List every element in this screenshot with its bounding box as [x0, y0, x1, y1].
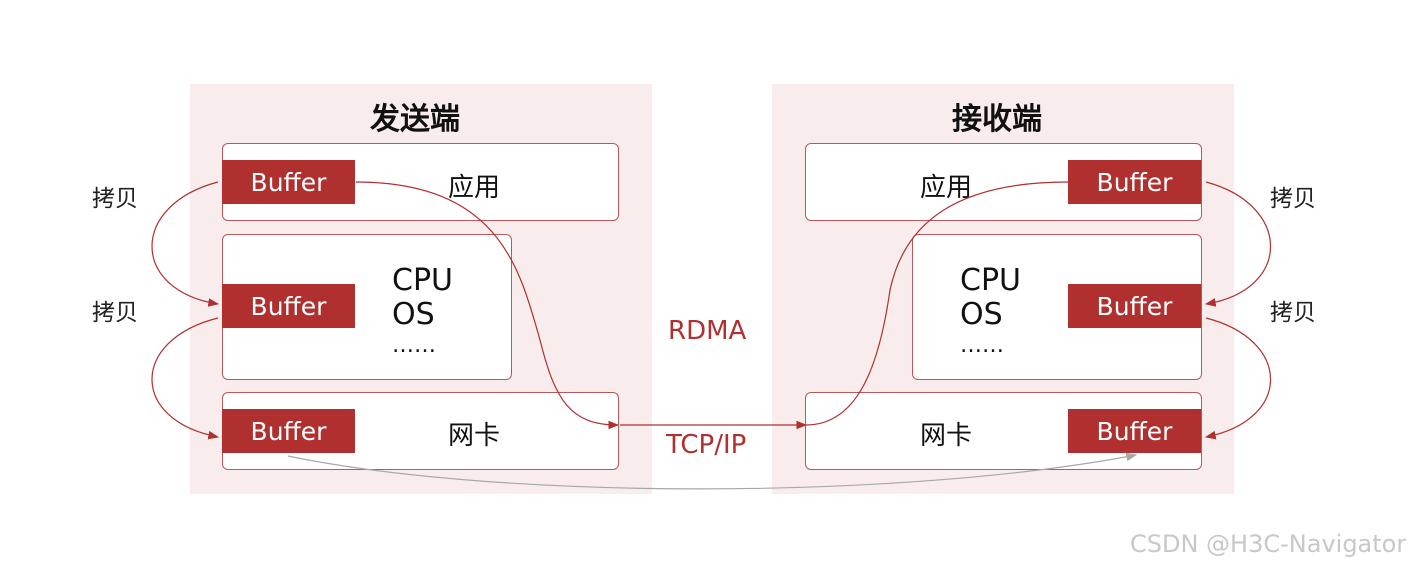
receiver-app-buffer: Buffer: [1068, 160, 1201, 204]
receiver-title: 接收端: [952, 102, 1042, 137]
sender-nic-label: 网卡: [448, 421, 501, 451]
sender-app-label: 应用: [448, 173, 501, 203]
receiver-os-line-cpu: CPU: [960, 263, 1021, 298]
receiver-copy-label-2: 拷贝: [1270, 300, 1316, 326]
receiver-os-line-os: OS: [960, 297, 1003, 332]
receiver-copy-arrow-os-to-nic: [1204, 317, 1271, 440]
rdma-label: RDMA: [668, 316, 747, 346]
sender-os-line-ellipsis: ……: [392, 333, 436, 358]
receiver-copy-arrow-app-to-os: [1204, 181, 1271, 307]
sender-os-buffer: Buffer: [222, 284, 355, 328]
sender-os-line-os: OS: [392, 297, 435, 332]
rdma-direct-arrow: [287, 452, 1138, 490]
receiver-nic-to-app-curve: [805, 181, 1069, 426]
receiver-app-label: 应用: [920, 173, 973, 203]
watermark: CSDN @H3C-Navigator: [1130, 530, 1407, 558]
receiver-os-stack: CPU OS ……: [960, 264, 1021, 360]
receiver-nic-label: 网卡: [920, 421, 973, 451]
sender-copy-label-2: 拷贝: [92, 300, 138, 326]
sender-app-to-nic-arrow: [355, 181, 620, 430]
sender-copy-arrow-app-to-os: [151, 181, 220, 307]
sender-title: 发送端: [370, 102, 460, 137]
sender-os-line-cpu: CPU: [392, 263, 453, 298]
tcpip-label: TCP/IP: [666, 430, 747, 460]
sender-copy-arrow-os-to-nic: [151, 317, 220, 440]
sender-os-stack: CPU OS ……: [392, 264, 453, 360]
receiver-nic-buffer: Buffer: [1068, 409, 1201, 453]
receiver-os-line-ellipsis: ……: [960, 333, 1004, 358]
sender-nic-buffer: Buffer: [222, 409, 355, 453]
receiver-copy-label-1: 拷贝: [1270, 186, 1316, 212]
sender-app-buffer: Buffer: [222, 160, 355, 204]
sender-copy-label-1: 拷贝: [92, 186, 138, 212]
receiver-os-buffer: Buffer: [1068, 284, 1201, 328]
